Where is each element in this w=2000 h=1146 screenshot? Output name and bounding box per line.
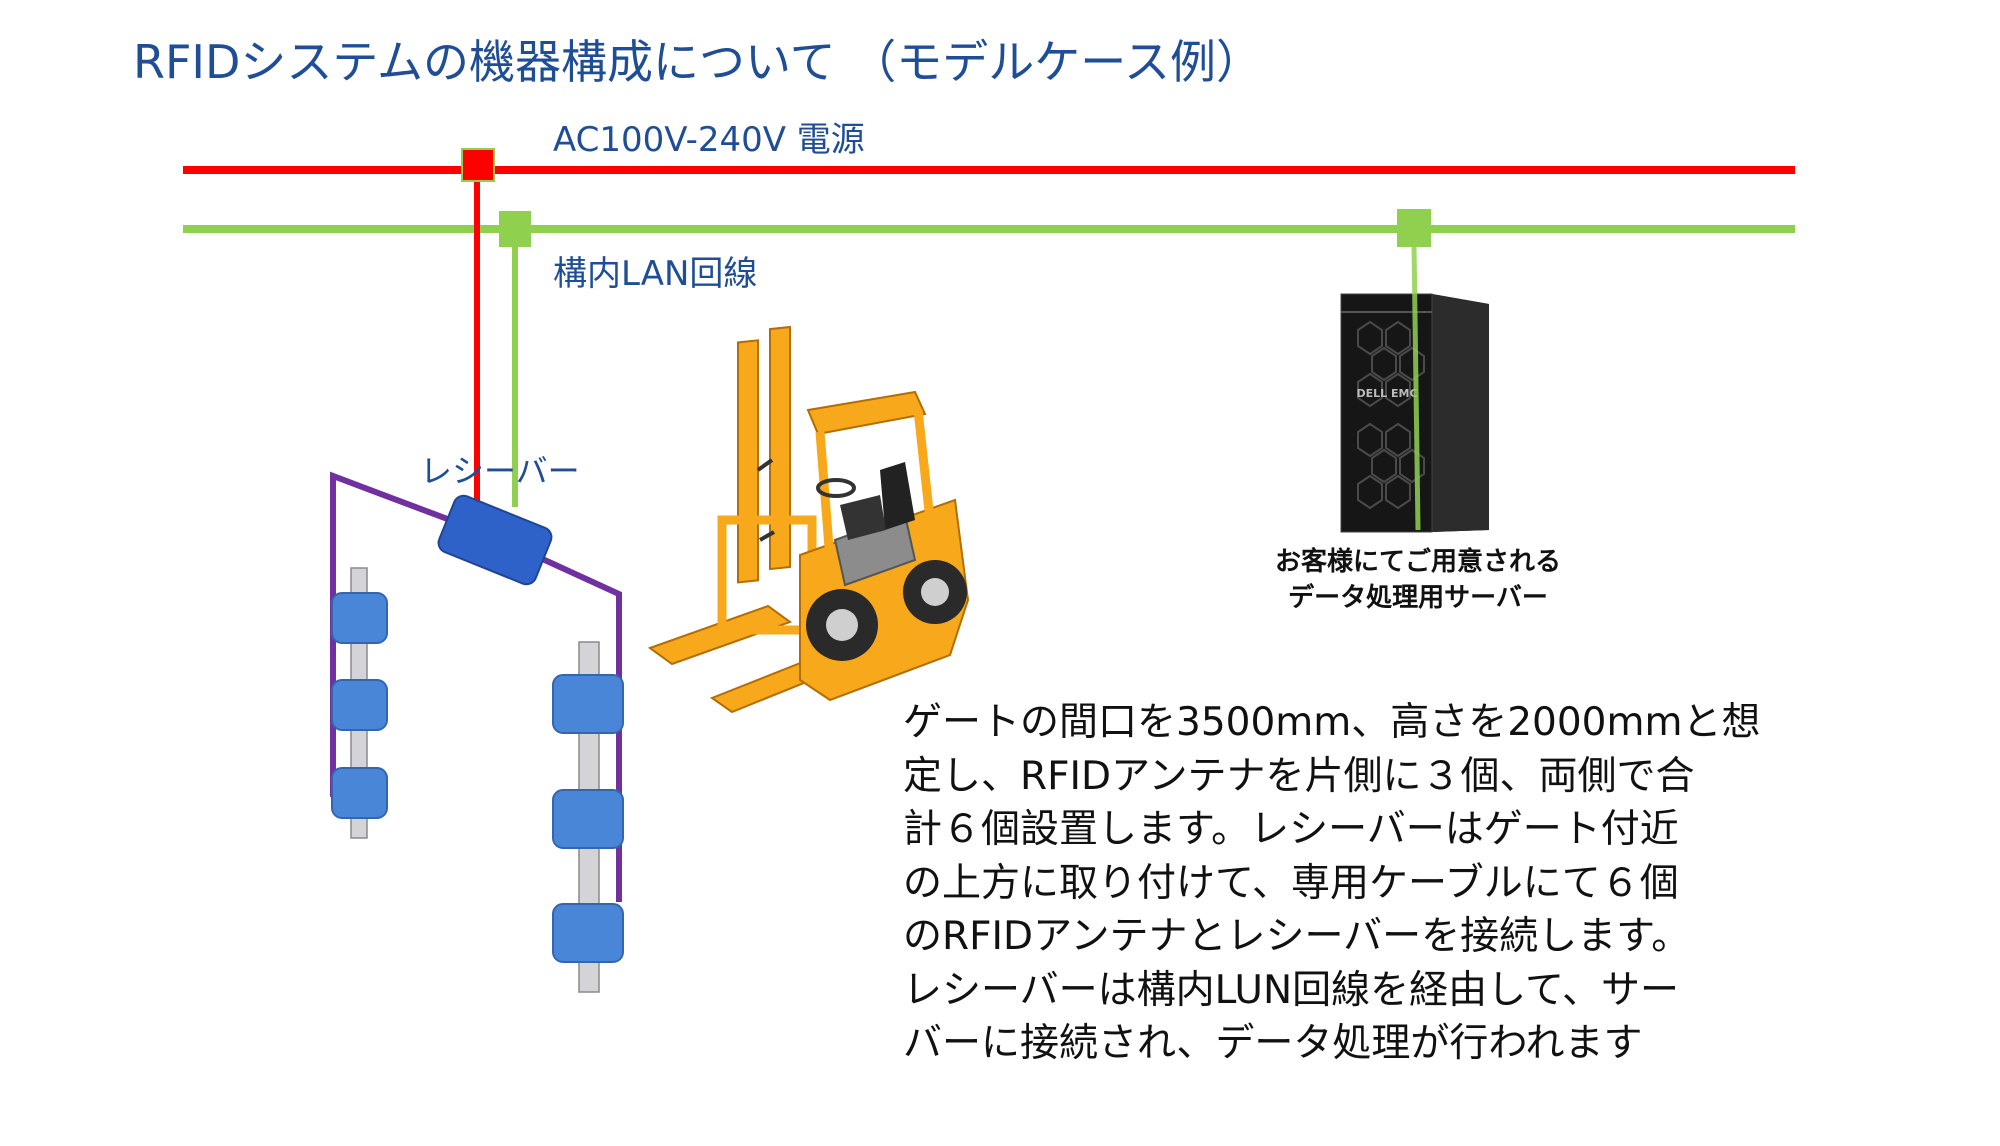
description-line: レシーバーは構内LUN回線を経由して、サー (903, 967, 1679, 1013)
forklift-icon (647, 325, 970, 714)
server-caption-line: データ処理用サーバー (1288, 583, 1548, 613)
rfid-antenna-icon (552, 903, 624, 963)
server-caption-line: お客様にてご用意される (1274, 547, 1561, 577)
receiver-label: レシーバー (420, 452, 580, 490)
description-line: ゲートの間口を3500mm、高さを2000mmと想 (903, 700, 1761, 745)
power-junction (461, 148, 495, 182)
description-line: 定し、RFIDアンテナを片側に３個、両側で合 (903, 753, 1695, 799)
rfid-antenna-icon (331, 679, 388, 731)
description-text: ゲートの間口を3500mm、高さを2000mmと想 定し、RFIDアンテナを片側… (903, 696, 1760, 1071)
lan-line-label: 構内LAN回線 (553, 254, 758, 294)
antenna-pole-right (552, 641, 624, 993)
page-title: RFIDシステムの機器構成について （モデルケース例） (133, 35, 1262, 89)
description-line: のRFIDアンテナとレシーバーを接続します。 (903, 914, 1691, 959)
lan-junction-server (1397, 209, 1431, 247)
server-lan-drop-line (1411, 244, 1421, 531)
receiver-icon (437, 494, 553, 586)
rfid-antenna-icon (331, 592, 388, 644)
description-line: の上方に取り付けて、専用ケーブルにて６個 (903, 860, 1679, 906)
power-line-label: AC100V-240V 電源 (553, 120, 865, 160)
description-line: バーに接続され、データ処理が行われます (903, 1021, 1643, 1066)
server-caption: お客様にてご用意される データ処理用サーバー (1238, 544, 1598, 616)
lan-junction-receiver (499, 211, 531, 247)
rfid-antenna-icon (331, 767, 388, 819)
rfid-antenna-icon (552, 789, 624, 849)
rfid-antenna-icon (552, 674, 624, 734)
server-brand-text: DELL EMC (1356, 387, 1417, 400)
description-line: 計６個設置します。レシーバーはゲート付近 (903, 807, 1679, 852)
antenna-pole-left (331, 567, 388, 839)
